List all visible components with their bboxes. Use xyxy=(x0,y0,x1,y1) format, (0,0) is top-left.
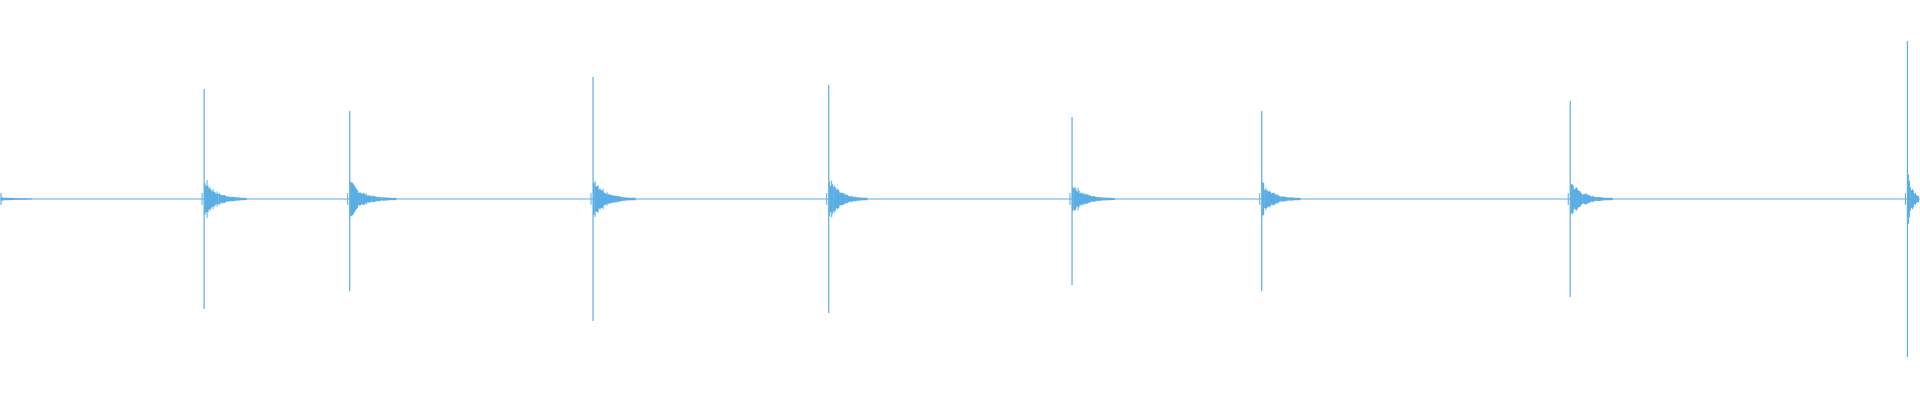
transient-4 xyxy=(590,77,636,321)
transient-9 xyxy=(1904,41,1919,357)
transient-6 xyxy=(1069,117,1115,285)
transient-2 xyxy=(201,89,247,309)
transient-decay xyxy=(1570,183,1613,215)
transient-8 xyxy=(1567,101,1613,297)
transient-group xyxy=(0,41,1919,357)
transient-decay xyxy=(593,181,636,217)
transient-decay xyxy=(829,180,868,218)
transient-3 xyxy=(347,111,397,291)
transient-decay xyxy=(204,180,247,218)
transient-decay xyxy=(1,197,33,201)
transient-5 xyxy=(826,85,868,313)
transient-decay xyxy=(350,181,397,217)
transient-7 xyxy=(1259,111,1301,291)
transient-decay xyxy=(1262,182,1301,216)
transient-1 xyxy=(0,193,33,205)
transient-decay xyxy=(1907,174,1919,224)
transient-decay xyxy=(1072,187,1115,211)
